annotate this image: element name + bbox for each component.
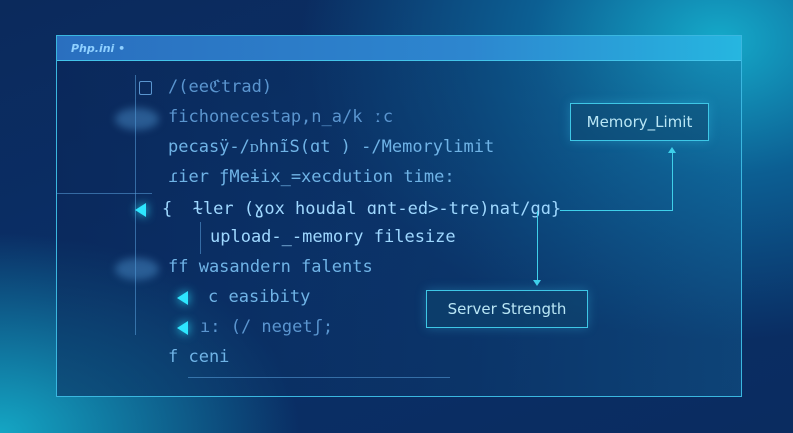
- code-line: /(eeℭtrad): [168, 77, 273, 97]
- breakpoint-icon[interactable]: [135, 203, 146, 217]
- divider: [188, 377, 450, 378]
- code-line: ff wasandern falents: [168, 257, 373, 277]
- breakpoint-icon[interactable]: [177, 291, 188, 305]
- editor-window: Php.ini •: [56, 35, 742, 397]
- code-line: pecasÿ-/ᴅhnĩS(ɑt ) -/Memorylimit: [168, 137, 495, 157]
- glow-marker-icon: [115, 108, 159, 130]
- code-line: ɾier ƒMeɨix_=xecdution time:: [168, 167, 455, 187]
- code-line: upload-_-memory filesize: [210, 227, 456, 247]
- breakpoint-icon[interactable]: [177, 321, 188, 335]
- code-line: fichonecestap,n_a/k ːc: [168, 107, 394, 127]
- arrow-down-icon: [533, 280, 541, 286]
- code-line: ı: (/ negetʃ;: [200, 317, 334, 337]
- divider: [56, 193, 152, 194]
- connector-line: [672, 152, 673, 211]
- code-line: f ceni: [168, 347, 230, 367]
- title-bar: Php.ini •: [57, 36, 741, 61]
- server-strength-callout: Server Strength: [426, 290, 588, 328]
- arrow-up-icon: [668, 147, 676, 153]
- bracket-line: [200, 222, 201, 254]
- code-line: { ɫler (ɣox houdal ɑnt-ed>-tre)nat/gɑ}: [162, 199, 562, 219]
- code-line: c easibity: [208, 287, 311, 307]
- glow-marker-icon: [115, 258, 159, 280]
- connector-line: [560, 210, 673, 211]
- file-icon: [139, 81, 152, 95]
- memory-limit-callout: Memory_Limit: [570, 103, 709, 141]
- connector-line: [537, 211, 538, 281]
- window-title: Php.ini •: [71, 41, 126, 55]
